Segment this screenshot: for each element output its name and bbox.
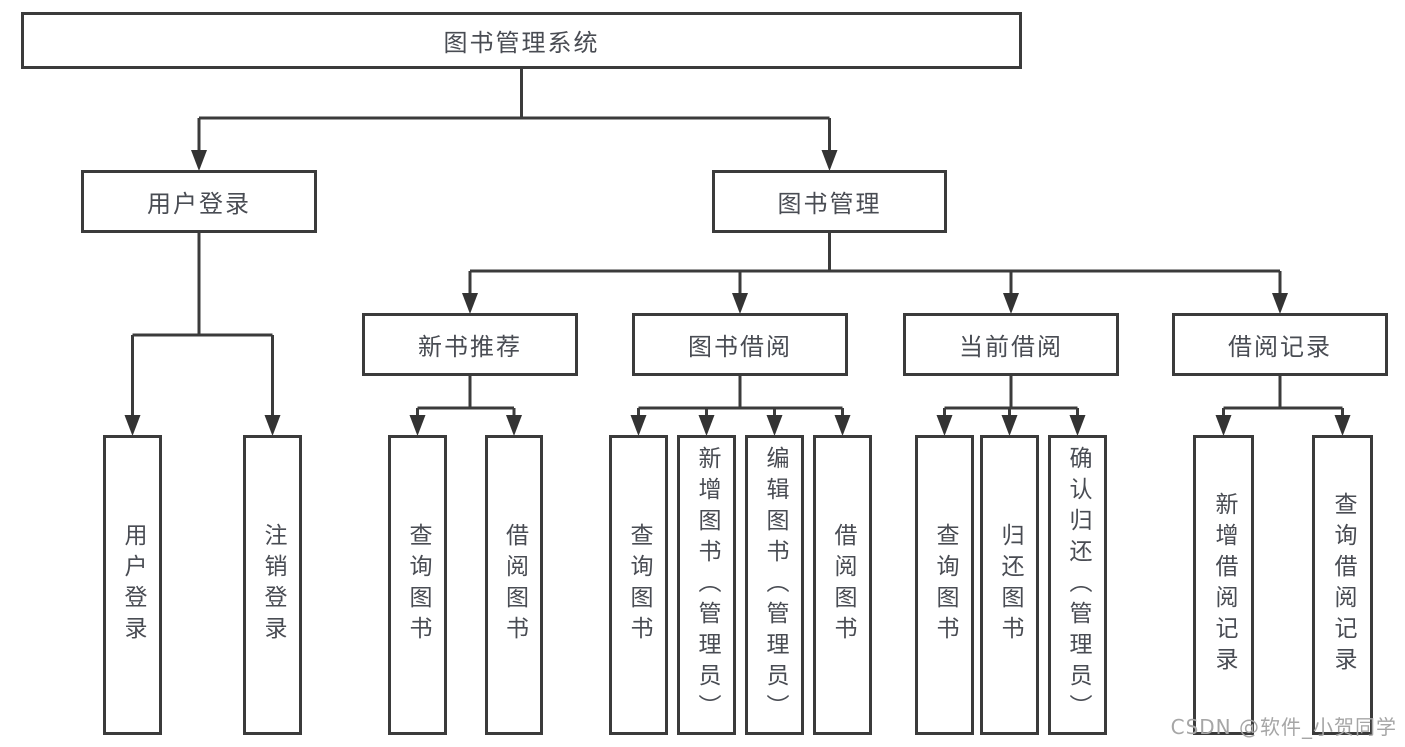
arrowhead-icon xyxy=(834,415,851,436)
arrowhead-icon xyxy=(1069,415,1086,436)
node-label: 注销登录 xyxy=(260,523,286,647)
arrowhead-icon xyxy=(1003,293,1019,314)
arrowhead-icon xyxy=(732,293,748,314)
node-label: 图书借阅 xyxy=(688,333,792,361)
edge-root xyxy=(197,69,831,156)
node-leaf-user-login: 用户登录 xyxy=(103,435,162,735)
node-leaf-add-borrow-record: 新增借阅记录 xyxy=(1193,435,1254,735)
node-root: 图书管理系统 xyxy=(21,12,1022,69)
node-label: 用户登录 xyxy=(147,190,251,218)
node-label: 查询图书 xyxy=(626,523,652,647)
edge-book-borrow xyxy=(637,376,844,421)
node-leaf-borrow-books-2: 借阅图书 xyxy=(813,435,872,735)
node-leaf-query-borrow-record: 查询借阅记录 xyxy=(1312,435,1373,735)
node-new-book-rec: 新书推荐 xyxy=(362,313,578,376)
arrowhead-icon xyxy=(1001,415,1018,436)
arrowhead-icon xyxy=(630,415,647,436)
edge-new-book-rec xyxy=(416,376,516,421)
arrowhead-icon xyxy=(409,415,426,436)
node-label: 编辑图书（管理员） xyxy=(762,445,788,725)
node-label: 查询图书 xyxy=(932,523,958,647)
node-label: 当前借阅 xyxy=(959,333,1063,361)
node-label: 查询借阅记录 xyxy=(1330,492,1356,678)
node-leaf-borrow-books-1: 借阅图书 xyxy=(485,435,543,735)
node-leaf-query-books-3: 查询图书 xyxy=(915,435,974,735)
node-user-login: 用户登录 xyxy=(81,170,317,233)
node-leaf-query-books-1: 查询图书 xyxy=(388,435,447,735)
edge-current-borrow xyxy=(943,376,1079,421)
node-label: 归还图书 xyxy=(997,523,1023,647)
node-label: 用户登录 xyxy=(120,523,146,647)
arrowhead-icon xyxy=(462,293,478,314)
node-label: 新增图书（管理员） xyxy=(694,445,720,725)
node-book-borrow: 图书借阅 xyxy=(632,313,848,376)
arrowhead-icon xyxy=(766,415,783,436)
arrowhead-icon xyxy=(191,150,207,171)
node-current-borrow: 当前借阅 xyxy=(903,313,1119,376)
node-label: 借阅记录 xyxy=(1228,333,1332,361)
arrowhead-icon xyxy=(1215,415,1232,436)
edge-book-mgmt xyxy=(468,233,1282,299)
node-leaf-logout: 注销登录 xyxy=(243,435,302,735)
edge-user-login xyxy=(131,233,274,421)
node-leaf-return-books: 归还图书 xyxy=(980,435,1039,735)
arrowhead-icon xyxy=(1334,415,1351,436)
node-borrow-records: 借阅记录 xyxy=(1172,313,1388,376)
arrowhead-icon xyxy=(124,415,141,436)
node-label: 新增借阅记录 xyxy=(1211,492,1237,678)
edge-borrow-records xyxy=(1222,376,1344,421)
node-leaf-query-books-2: 查询图书 xyxy=(609,435,668,735)
node-label: 确认归还（管理员） xyxy=(1065,445,1091,725)
node-label: 借阅图书 xyxy=(830,523,856,647)
arrowhead-icon xyxy=(821,150,838,171)
arrowhead-icon xyxy=(936,415,953,436)
node-label: 新书推荐 xyxy=(418,333,522,361)
arrowhead-icon xyxy=(506,415,522,436)
node-label: 图书管理系统 xyxy=(443,29,600,57)
node-leaf-add-books: 新增图书（管理员） xyxy=(677,435,736,735)
arrowhead-icon xyxy=(264,415,281,436)
node-leaf-edit-books: 编辑图书（管理员） xyxy=(745,435,804,735)
node-label: 借阅图书 xyxy=(501,523,528,647)
arrowhead-icon xyxy=(1272,293,1288,314)
node-leaf-confirm-return: 确认归还（管理员） xyxy=(1048,435,1107,735)
node-book-mgmt: 图书管理 xyxy=(712,170,947,233)
node-label: 图书管理 xyxy=(777,190,882,218)
arrowhead-icon xyxy=(698,415,715,436)
node-label: 查询图书 xyxy=(405,523,431,647)
